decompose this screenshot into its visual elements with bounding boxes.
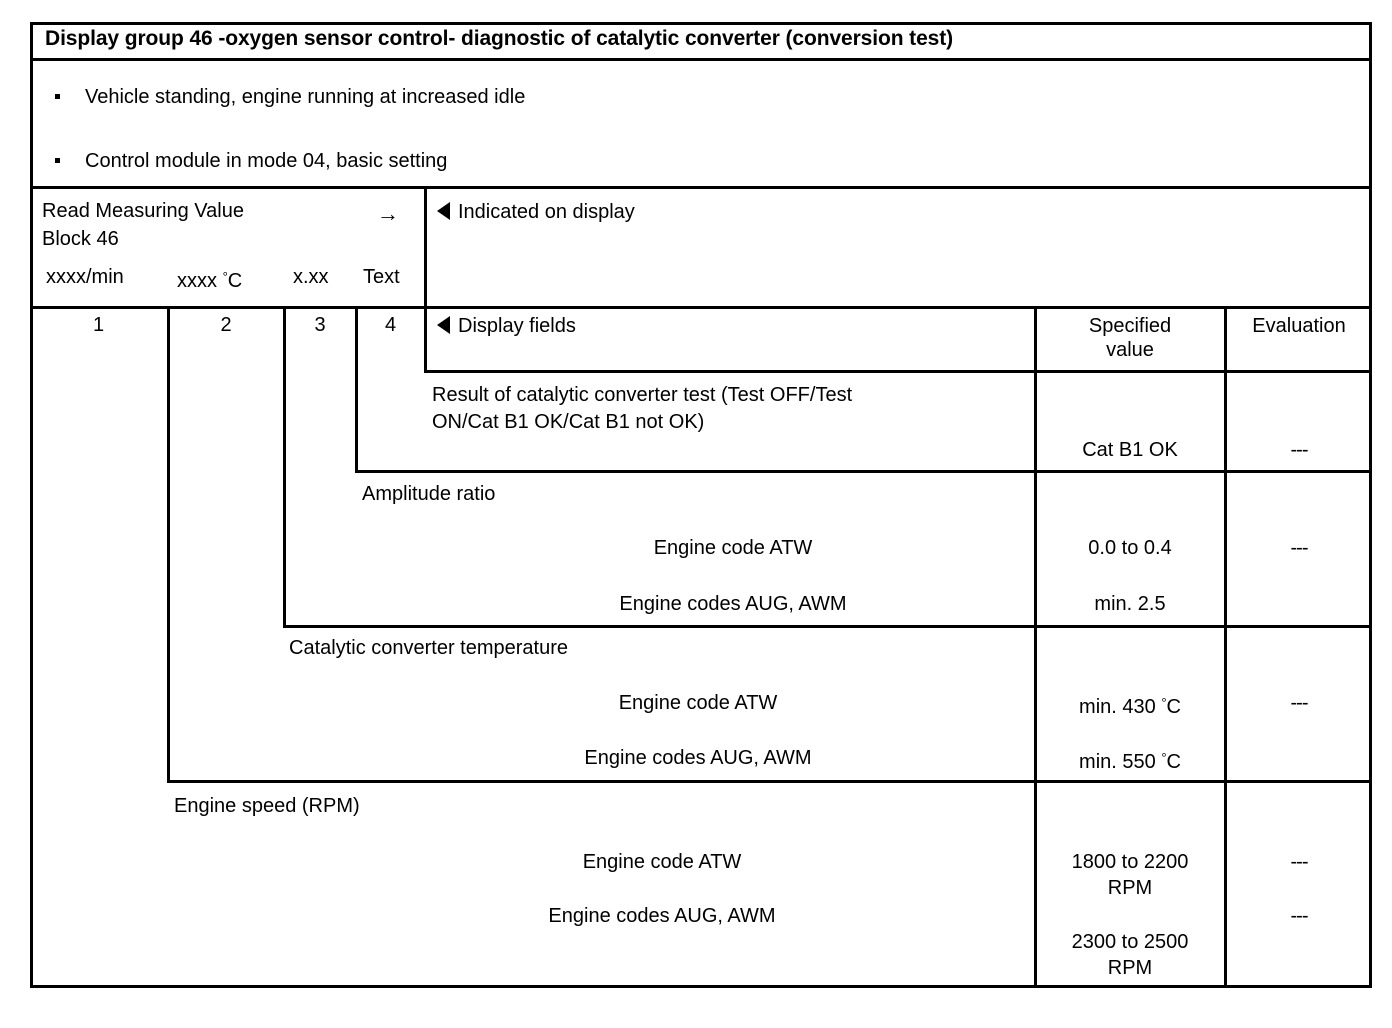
- left-triangle-icon-fields: [437, 316, 450, 334]
- border-right: [1369, 22, 1372, 988]
- unit-label-3: x.xx: [293, 266, 329, 288]
- read-measuring-value-line1: Read Measuring Value: [42, 200, 244, 222]
- divider-enginespeed-top: [167, 780, 1372, 783]
- engine-speed-sub2-evaluation: ---: [1290, 905, 1309, 927]
- divider-result-top: [424, 370, 1372, 373]
- temperature-sub1-specified: min. 430 °C: [1079, 695, 1181, 718]
- amplitude-sub1-label: Engine code ATW: [653, 537, 813, 559]
- specified-value-header-line2: value: [1106, 339, 1154, 361]
- condition-label: Control module in mode 04, basic setting: [85, 150, 448, 172]
- right-arrow-icon: →: [377, 201, 399, 226]
- border-left: [30, 22, 33, 988]
- bullet-icon: [55, 94, 60, 99]
- result-specified-value: Cat B1 OK: [1082, 439, 1178, 461]
- divider-temperature-top: [283, 625, 1372, 628]
- field-number-2: 2: [220, 314, 232, 336]
- result-label-line1: Result of catalytic converter test (Test…: [432, 384, 853, 406]
- result-evaluation: ---: [1290, 439, 1309, 461]
- unit-label-2: xxxx °C: [177, 269, 243, 292]
- engine-speed-heading: Engine speed (RPM): [174, 795, 360, 817]
- result-label-line2: ON/Cat B1 OK/Cat B1 not OK): [432, 411, 705, 433]
- field-number-3: 3: [314, 314, 326, 336]
- divider-displayfields-top: [424, 306, 1372, 309]
- engine-speed-sub2-specified-line1: 2300 to 2500: [1071, 931, 1189, 953]
- divider-amplitude-top: [355, 470, 1372, 473]
- temperature-sub2-specified: min. 550 °C: [1079, 750, 1181, 773]
- bullet-icon: [55, 158, 60, 163]
- field-number-1: 1: [92, 314, 105, 336]
- unit-label-4: Text: [363, 266, 400, 288]
- temperature-sub1-label: Engine code ATW: [618, 692, 778, 714]
- engine-speed-sub1-specified-line1: 1800 to 2200: [1071, 851, 1189, 873]
- read-measuring-value-line2: Block 46: [42, 228, 119, 250]
- engine-speed-sub1-label: Engine code ATW: [582, 851, 742, 873]
- border-top: [30, 22, 1372, 25]
- border-conditions-bottom: [30, 186, 1372, 189]
- divider-col-1-2: [167, 308, 170, 780]
- temperature-evaluation: ---: [1290, 692, 1309, 714]
- evaluation-header: Evaluation: [1252, 315, 1346, 337]
- divider-col-3-4: [355, 308, 358, 470]
- divider-col-2-3: [283, 308, 286, 625]
- indicated-on-display-label: Indicated on display: [458, 201, 635, 223]
- field-number-4: 4: [384, 314, 397, 336]
- amplitude-evaluation: ---: [1290, 537, 1309, 559]
- engine-speed-sub1-specified-line2: RPM: [1107, 877, 1153, 899]
- specified-value-header-line1: Specified: [1088, 315, 1172, 337]
- amplitude-sub2-specified: min. 2.5: [1094, 593, 1166, 615]
- divider-instruction-right: [424, 186, 427, 308]
- unit-label-1: xxxx/min: [46, 266, 124, 288]
- divider-specified-left: [1034, 306, 1037, 985]
- display-fields-label: Display fields: [458, 315, 576, 337]
- border-bottom: [30, 985, 1372, 988]
- temperature-heading: Catalytic converter temperature: [289, 637, 569, 659]
- left-triangle-icon-indicated: [437, 202, 450, 220]
- amplitude-heading: Amplitude ratio: [362, 483, 496, 505]
- engine-speed-sub2-specified-line2: RPM: [1107, 957, 1153, 979]
- engine-speed-sub1-evaluation: ---: [1290, 851, 1309, 873]
- engine-speed-sub2-label: Engine codes AUG, AWM: [548, 905, 776, 927]
- condition-label: Vehicle standing, engine running at incr…: [85, 86, 526, 108]
- divider-col-4-right: [424, 308, 427, 370]
- amplitude-sub1-specified: 0.0 to 0.4: [1088, 537, 1172, 559]
- temperature-sub2-label: Engine codes AUG, AWM: [584, 747, 812, 769]
- amplitude-sub2-label: Engine codes AUG, AWM: [619, 593, 847, 615]
- border-title-bottom: [30, 58, 1372, 61]
- divider-evaluation-left: [1224, 306, 1227, 988]
- page-title: Display group 46 -oxygen sensor control-…: [45, 27, 954, 50]
- divider-units-bottom: [30, 306, 426, 309]
